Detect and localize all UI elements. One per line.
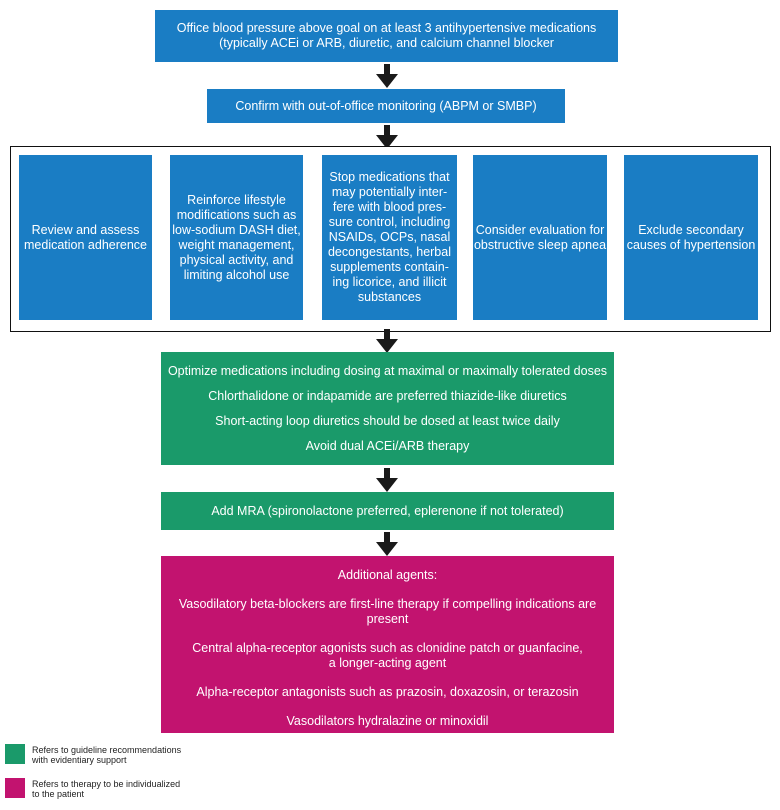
assessment-box-line: modifications such as	[176, 207, 297, 222]
arrow-down-icon	[376, 532, 398, 556]
arrow-down-icon	[376, 64, 398, 88]
optimize-medications-box: Optimize medications including dosing at…	[161, 352, 614, 465]
assessment-box-line: limiting alcohol use	[183, 267, 290, 282]
additional-agent-item: Vasodilators hydralazine or minoxidil	[286, 714, 489, 728]
arrow-down-icon	[376, 125, 398, 149]
confirm-monitoring-text: Confirm with out-of-office monitoring (A…	[235, 98, 537, 113]
additional-agent-item: a longer-acting agent	[328, 656, 447, 670]
additional-agent-item: Vasodilatory beta-blockers are first-lin…	[178, 597, 597, 626]
confirm-monitoring-box: Confirm with out-of-office monitoring (A…	[207, 89, 565, 123]
optimize-line: Optimize medications including dosing at…	[167, 363, 608, 378]
optimize-line: Chlorthalidone or indapamide are preferr…	[208, 388, 567, 403]
assessment-box-sleep-apnea: Consider evaluation for obstructive slee…	[473, 155, 607, 320]
legend-magenta-line-1: Refers to therapy to be individualized	[32, 779, 181, 789]
additional-agents-box: Additional agents: Vasodilatory beta-blo…	[161, 556, 614, 733]
assessment-box-line: Review and assess	[31, 222, 140, 237]
legend-magenta-swatch	[5, 778, 25, 798]
assessment-box-line: physical activity, and	[179, 252, 294, 267]
assessment-box-line: sure control, including	[328, 215, 451, 229]
assessment-box-line: causes of hypertension	[626, 237, 756, 252]
assessment-box-line: supplements contain-	[330, 260, 449, 274]
assessment-box-line: substances	[357, 290, 422, 304]
assessment-box-secondary-causes: Exclude secondary causes of hypertension	[624, 155, 758, 320]
assessment-box-line: low-sodium DASH diet,	[172, 222, 301, 237]
assessment-box-line: decongestants, herbal	[327, 245, 451, 259]
add-mra-text: Add MRA (spironolactone preferred, epler…	[211, 503, 564, 518]
assessment-box-line: medication adherence	[24, 237, 147, 252]
goal-not-met-line-2: (typically ACEi or ARB, diuretic, and ca…	[219, 36, 554, 50]
assessment-box-line: Exclude secondary	[638, 222, 744, 237]
assessment-box-line: ing licorice, and illicit	[332, 275, 447, 289]
assessment-box-line: NSAIDs, OCPs, nasal	[328, 230, 451, 244]
assessment-box-adherence: Review and assess medication adherence	[19, 155, 152, 320]
assessment-box-lifestyle: Reinforce lifestyle modifications such a…	[170, 155, 303, 320]
assessment-box-line: obstructive sleep apnea	[473, 237, 607, 252]
assessment-box-line: Stop medications that	[329, 170, 450, 184]
goal-not-met-box: Office blood pressure above goal on at l…	[155, 10, 618, 62]
assessment-box-line: weight management,	[178, 237, 295, 252]
assessment-box-line: may potentially inter-	[331, 185, 448, 199]
arrow-down-icon	[376, 468, 398, 492]
assessment-box-line: Consider evaluation for	[475, 222, 605, 237]
arrow-down-icon	[376, 329, 398, 353]
legend-green-label: Refers to guideline recommendations with…	[32, 745, 181, 765]
optimize-line: Avoid dual ACEi/ARB therapy	[305, 438, 470, 453]
legend-magenta-label: Refers to therapy to be individualized t…	[32, 779, 180, 799]
legend-magenta-line-2: to the patient	[32, 789, 85, 799]
legend-green-swatch	[5, 744, 25, 764]
add-mra-box: Add MRA (spironolactone preferred, epler…	[161, 492, 614, 530]
assessment-box-stop-medications: Stop medications that may potentially in…	[322, 155, 457, 320]
additional-agent-item: Alpha-receptor antagonists such as prazo…	[196, 685, 579, 699]
assessment-box-line: fere with blood pres-	[332, 200, 447, 214]
assessment-box-line: Reinforce lifestyle	[187, 192, 286, 207]
goal-not-met-line-1: Office blood pressure above goal on at l…	[176, 21, 597, 35]
legend-green-line-1: Refers to guideline recommendations	[32, 745, 182, 755]
optimize-line: Short-acting loop diuretics should be do…	[215, 413, 560, 428]
legend-green-line-2: with evidentiary support	[32, 755, 127, 765]
additional-agents-heading: Additional agents:	[337, 568, 438, 582]
additional-agent-item: Central alpha-receptor agonists such as …	[192, 641, 583, 655]
